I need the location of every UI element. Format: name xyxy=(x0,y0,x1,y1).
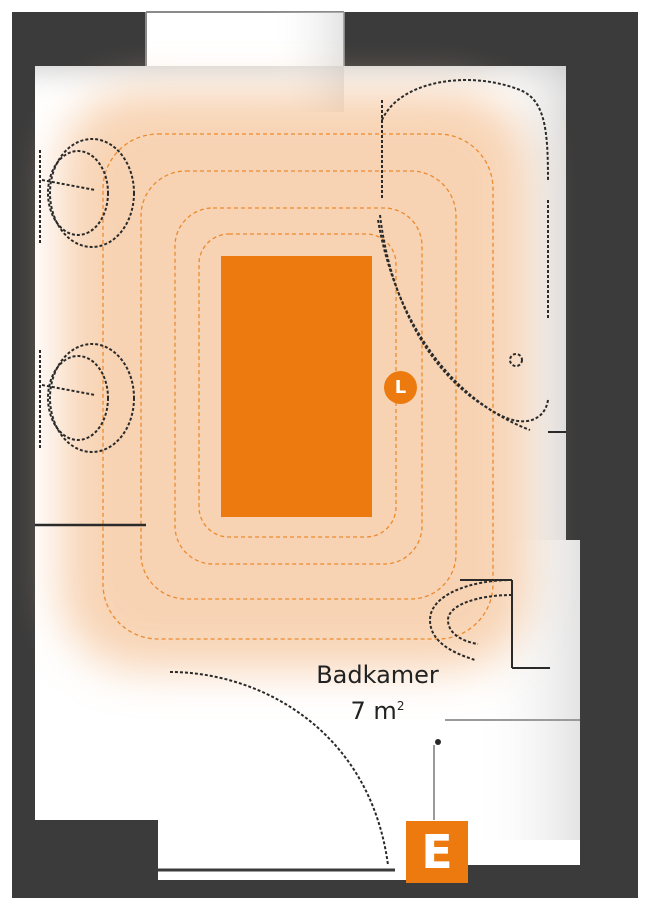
heating-mat xyxy=(221,256,372,517)
entrance-marker-badge: E xyxy=(406,821,468,883)
heating-marker-badge: L xyxy=(384,371,417,404)
cabinet xyxy=(433,719,580,820)
sink-2 xyxy=(39,343,135,453)
sink-1 xyxy=(39,138,135,248)
room-area: 7 m2 xyxy=(290,691,465,727)
heating-loops xyxy=(102,133,494,640)
room-label: Badkamer 7 m2 xyxy=(290,660,465,727)
room-area-value: 7 m xyxy=(350,697,397,725)
wall-right-upper xyxy=(566,12,638,540)
room-name: Badkamer xyxy=(316,661,439,689)
wall-notch-right xyxy=(580,540,638,898)
wall-notch-left xyxy=(12,820,158,898)
toilet xyxy=(428,579,550,669)
door xyxy=(169,671,389,866)
shower xyxy=(377,79,566,433)
room-area-superscript: 2 xyxy=(396,699,405,713)
